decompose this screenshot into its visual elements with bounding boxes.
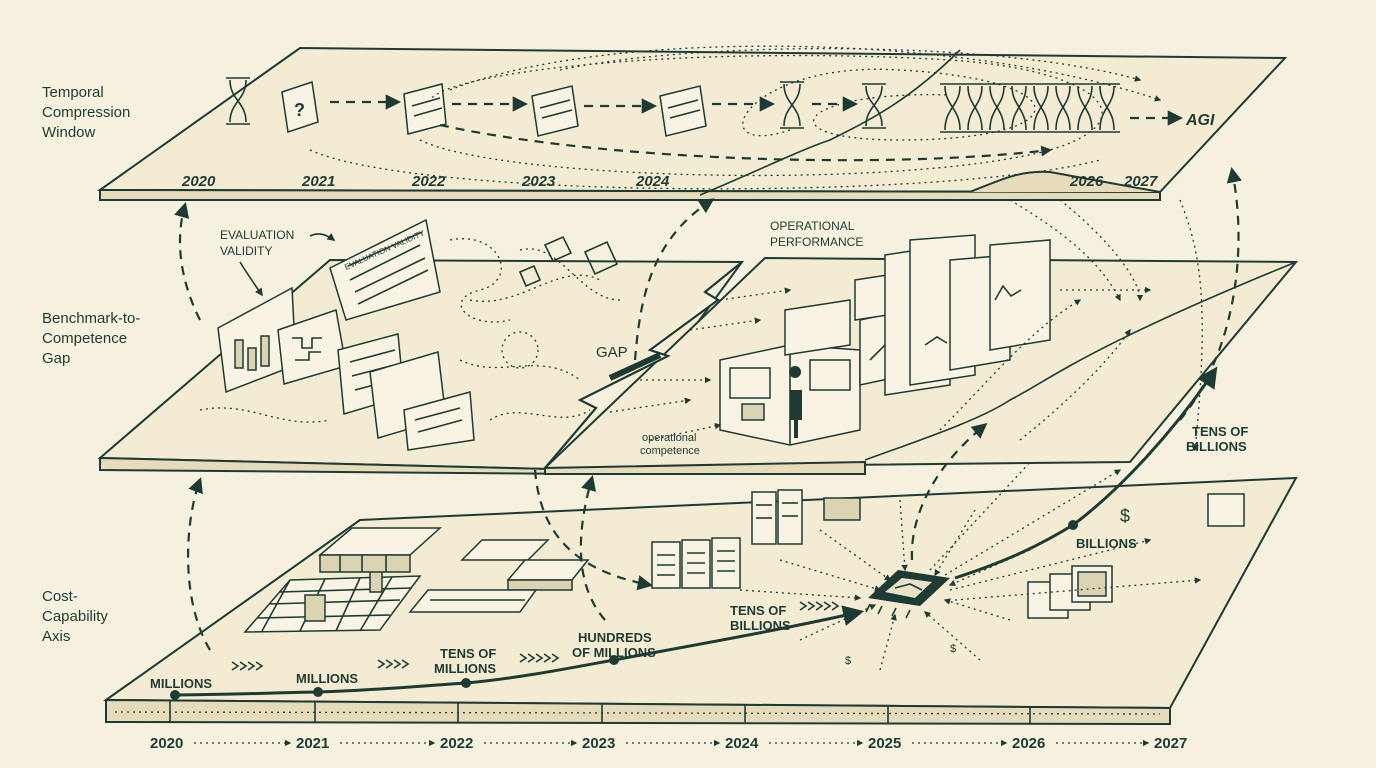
top-year-2022: 2022 <box>411 173 446 190</box>
top-year-2021: 2021 <box>301 173 335 190</box>
dollar-icon: $ <box>845 655 851 667</box>
cost-curve-lower <box>174 605 865 697</box>
cost-label-tens-of-millions-line2: MILLIONS <box>434 661 496 676</box>
evaluation-label-line1: EVALUATION <box>220 228 294 242</box>
cost-label-tens-billions-high-line1: TENS OF <box>1192 424 1248 439</box>
bottom-year-2021: 2021 <box>296 735 329 752</box>
arrow-right-to-top <box>1179 166 1242 421</box>
bottom-blocks <box>317 527 590 613</box>
bottom-year-2020: 2020 <box>150 735 183 752</box>
bottom-year-2026: 2026 <box>1012 735 1045 752</box>
server-racks-left <box>651 537 741 589</box>
middle-plane <box>97 218 1299 476</box>
bottom-timeline-strip <box>114 700 1161 723</box>
cost-label-tens-billions-low-line2: BILLIONS <box>730 618 791 633</box>
cost-label-tens-billions-low-line1: TENS OF <box>730 603 786 618</box>
cost-label-millions-2021: MILLIONS <box>296 671 358 686</box>
arrow-gap-down <box>533 469 654 591</box>
person-silhouette <box>789 366 802 438</box>
top-plane-tear <box>699 49 961 196</box>
middle-ridge <box>864 261 1297 461</box>
bottom-year-2025: 2025 <box>868 735 901 752</box>
side-label-top-line2: Compression <box>42 104 130 121</box>
side-label-bottom-line2: Capability <box>42 608 108 625</box>
bottom-grid <box>243 569 422 633</box>
cost-label-hundreds-line2: OF MILLIONS <box>572 645 656 660</box>
cost-label-billions: BILLIONS <box>1076 536 1137 551</box>
chevron-arrows <box>231 601 840 671</box>
gap-arrow-bar <box>608 352 662 381</box>
side-label-middle-line3: Gap <box>42 350 70 367</box>
calendar-question-icon: ? <box>281 81 319 133</box>
benchmark-cards <box>217 218 475 451</box>
bottom-year-2022: 2022 <box>440 735 473 752</box>
calendar-icon-2023 <box>531 85 579 137</box>
cost-curve-upper <box>954 366 1218 580</box>
top-year-2023: 2023 <box>521 173 556 190</box>
cost-node-2022 <box>461 678 471 688</box>
compression-swirl <box>309 45 1162 190</box>
top-timeline-arrows <box>330 94 1184 126</box>
side-label-middle-line2: Competence <box>42 330 127 347</box>
evaluation-squiggles <box>199 235 621 423</box>
arrow-middle-to-top-left <box>174 202 201 321</box>
dollar-icon: $ <box>1120 506 1130 526</box>
side-label-bottom-line1: Cost- <box>42 588 78 605</box>
top-year-2024: 2024 <box>635 173 670 190</box>
cost-node-billions <box>1068 520 1078 530</box>
calendar-icon-2024 <box>659 85 707 137</box>
side-label-top-line3: Window <box>42 124 96 141</box>
cost-node-2023 <box>609 655 619 665</box>
evaluation-clipboard <box>329 218 441 321</box>
cost-node-2020 <box>170 690 180 700</box>
dollar-icon: $ <box>950 643 956 655</box>
side-label-bottom-line3: Axis <box>42 628 70 645</box>
side-label-middle-line1: Benchmark-to- <box>42 310 140 327</box>
competence-label-line2: competence <box>640 445 700 457</box>
gpu-cards <box>1027 493 1245 619</box>
arrow-gap-to-top <box>633 198 715 361</box>
bottom-year-axis: 2020 2021 2022 2023 2024 2025 2026 2027 <box>150 735 1187 752</box>
competence-label-line1: operational <box>642 432 696 444</box>
svg-text:?: ? <box>294 100 305 120</box>
evaluation-label-line2: VALIDITY <box>220 244 272 258</box>
bottom-year-2027: 2027 <box>1154 735 1187 752</box>
top-plane-notch <box>969 170 1161 193</box>
bottom-plane-edge <box>105 698 1171 726</box>
top-year-2026: 2026 <box>1069 173 1104 190</box>
arrow-bottom-to-middle-left <box>187 477 211 651</box>
operational-label-line2: PERFORMANCE <box>770 235 863 249</box>
arrow-hundreds-up <box>579 475 606 621</box>
top-year-2020: 2020 <box>181 173 216 190</box>
operational-scene <box>719 234 1051 446</box>
bottom-year-2024: 2024 <box>725 735 759 752</box>
middle-flow-arrows <box>609 286 1152 441</box>
side-label-top-line1: Temporal <box>42 84 104 101</box>
cost-label-tens-of-millions-line1: TENS OF <box>440 646 496 661</box>
cost-node-2021 <box>313 687 323 697</box>
server-rack-center <box>751 489 861 545</box>
radial-arrows <box>739 429 1202 671</box>
cost-label-millions-2020: MILLIONS <box>150 676 212 691</box>
arrow-chip-up <box>910 423 988 561</box>
top-year-2027: 2027 <box>1123 173 1158 190</box>
top-plane: ? <box>96 45 1288 201</box>
inter-plane-arrows <box>174 166 1242 651</box>
bottom-year-2023: 2023 <box>582 735 615 752</box>
compressed-hourglass-icons <box>780 81 1120 133</box>
hourglass-icon <box>226 77 250 125</box>
cost-label-hundreds-line1: HUNDREDS <box>578 630 652 645</box>
calendar-icon-2022 <box>403 83 447 135</box>
gap-label: GAP <box>596 344 628 361</box>
top-plane-edge <box>99 188 1161 201</box>
cost-label-tens-billions-high-line2: BILLIONS <box>1186 439 1247 454</box>
agi-label: AGI <box>1185 112 1215 129</box>
operational-label-line1: OPERATIONAL <box>770 219 855 233</box>
middle-plane-right-edge <box>544 460 866 475</box>
bottom-plane: $ $ $ <box>102 366 1298 726</box>
